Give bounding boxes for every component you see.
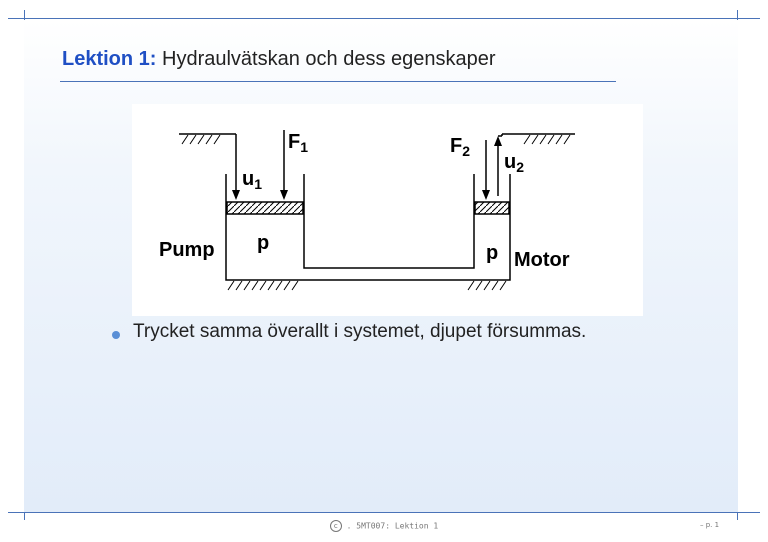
title-text: Hydraulvätskan och dess egenskaper — [162, 48, 496, 70]
copyright-icon: c — [329, 520, 342, 532]
pump-label: Pump — [159, 239, 215, 261]
disp-right-label: u2 — [504, 151, 524, 175]
motor-label: Motor — [514, 249, 570, 271]
page-number: – p. 1 — [700, 521, 720, 529]
pressure-right-label: p — [486, 242, 498, 264]
footer: c . 5MT007: Lektion 1 — [0, 520, 768, 532]
slide-title: Lektion 1: Hydraulvätskan och dess egens… — [62, 48, 496, 71]
u1-arrow — [232, 134, 240, 200]
force-left-label: F1 — [288, 131, 308, 155]
f2-arrow — [482, 140, 490, 200]
top-left-tick — [24, 10, 25, 26]
pressure-left-label: p — [257, 232, 269, 254]
top-frame-line — [8, 18, 760, 19]
footer-text: . 5MT007: Lektion 1 — [346, 521, 439, 531]
ground-top-left — [179, 133, 236, 145]
f1-arrow — [280, 130, 288, 200]
ground-bottom — [227, 280, 507, 291]
ground-top-right — [502, 133, 575, 145]
bottom-frame-line — [8, 512, 760, 513]
force-right-label: F2 — [450, 135, 470, 159]
bottom-right-tick — [737, 504, 738, 520]
bullet-marker — [112, 331, 120, 339]
hydraulic-diagram: F1 u1 F2 u2 p p Pump Motor — [132, 104, 643, 316]
bullet-text: Trycket samma överallt i systemet, djupe… — [133, 321, 587, 342]
u2-arrow — [494, 134, 503, 196]
left-piston — [226, 201, 304, 215]
disp-left-label: u1 — [242, 168, 262, 192]
title-underline — [60, 81, 616, 82]
title-prefix: Lektion 1: — [62, 48, 157, 70]
right-piston — [474, 201, 510, 215]
top-right-tick — [737, 10, 738, 26]
bottom-left-tick — [24, 504, 25, 520]
cylinder-outline — [225, 174, 511, 281]
